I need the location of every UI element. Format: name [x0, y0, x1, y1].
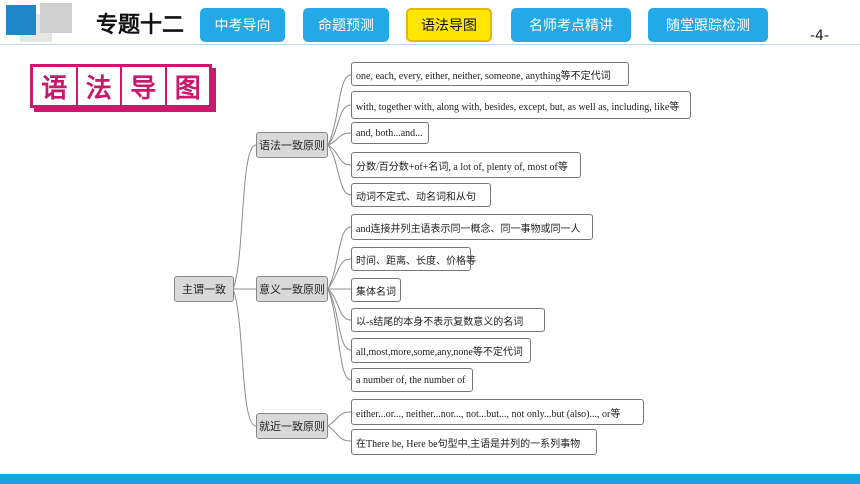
- connector: [232, 144, 257, 290]
- grammar-map-logo: 语 法 导 图: [30, 64, 212, 108]
- logo-char: 法: [78, 67, 122, 105]
- decor-square-gray: [40, 3, 72, 33]
- header-divider: [0, 44, 860, 45]
- mindmap-leaf: 在There be, Here be句型中,主语是并列的一系列事物: [351, 429, 597, 455]
- tab-zhongkao-guide[interactable]: 中考导向: [200, 8, 285, 42]
- mindmap-leaf: one, each, every, either, neither, someo…: [351, 62, 629, 86]
- mindmap-leaf: all,most,more,some,any,none等不定代词: [351, 338, 531, 363]
- tab-grammar-map[interactable]: 语法导图: [406, 8, 492, 42]
- mindmap-leaf: 分数/百分数+of+名词, a lot of, plenty of, most …: [351, 152, 581, 178]
- mindmap-leaf: with, together with, along with, besides…: [351, 91, 691, 119]
- mindmap-leaf: 动词不定式、动名词和从句: [351, 183, 491, 207]
- connector: [232, 288, 257, 427]
- tab-prediction[interactable]: 命题预测: [303, 8, 389, 42]
- footer-accent-bar: [0, 474, 860, 484]
- topic-title: 专题十二: [96, 13, 185, 38]
- mindmap-leaf: a number of, the number of: [351, 368, 473, 392]
- branch-meaning-agreement: 意义一致原则: [256, 276, 328, 302]
- mindmap-leaf: and, both...and...: [351, 122, 429, 144]
- logo-char: 导: [122, 67, 167, 105]
- branch-grammar-agreement: 语法一致原则: [256, 132, 328, 158]
- branch-proximity-agreement: 就近一致原则: [256, 413, 328, 439]
- mindmap-root: 主谓一致: [174, 276, 234, 302]
- tab-followup-test[interactable]: 随堂跟踪检测: [648, 8, 768, 42]
- logo-char: 语: [33, 67, 78, 105]
- tab-teacher-points[interactable]: 名师考点精讲: [511, 8, 631, 42]
- logo-char: 图: [174, 73, 201, 104]
- mindmap-leaf: and连接并列主语表示同一概念、同一事物或同一人: [351, 214, 593, 240]
- mindmap-leaf: either...or..., neither...nor..., not...…: [351, 399, 644, 425]
- decor-square-blue: [6, 5, 36, 35]
- mindmap-leaf: 集体名词: [351, 278, 401, 302]
- mindmap-leaf: 时间、距离、长度、价格等: [351, 247, 476, 271]
- page-number: -4-: [810, 28, 830, 44]
- mindmap-leaf: 以-s结尾的本身不表示复数意义的名词: [351, 308, 545, 332]
